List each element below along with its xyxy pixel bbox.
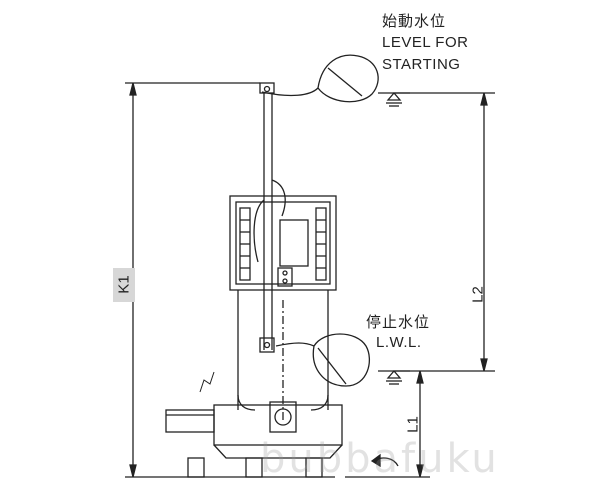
dimension-l2-label: L2 — [469, 286, 487, 303]
motor-housing — [229, 195, 337, 291]
dimension-l1 — [345, 370, 430, 478]
dimension-k1-label: K1 — [115, 275, 133, 294]
pump-base — [165, 371, 343, 478]
stop-water-level-symbol — [378, 370, 410, 385]
pump-body — [237, 290, 329, 420]
upper-float-switch — [261, 54, 379, 103]
start-level-en-label-1: LEVEL FOR — [382, 34, 469, 51]
float-guide-rod — [253, 82, 286, 353]
stop-level-jp-label: 停止水位 — [366, 313, 431, 331]
k1-highlight — [113, 268, 135, 302]
lower-float-switch — [275, 333, 370, 387]
rotation-arrow — [370, 453, 399, 468]
watermark: bubbafuku — [260, 436, 500, 482]
stop-level-en-label: L.W.L. — [376, 334, 422, 351]
start-level-en-label-2: STARTING — [382, 56, 461, 73]
dimension-l1-label: L1 — [404, 416, 422, 433]
start-level-jp-label: 始動水位 — [382, 12, 447, 30]
dimension-l2 — [395, 92, 495, 372]
start-water-level-symbol — [378, 92, 410, 107]
